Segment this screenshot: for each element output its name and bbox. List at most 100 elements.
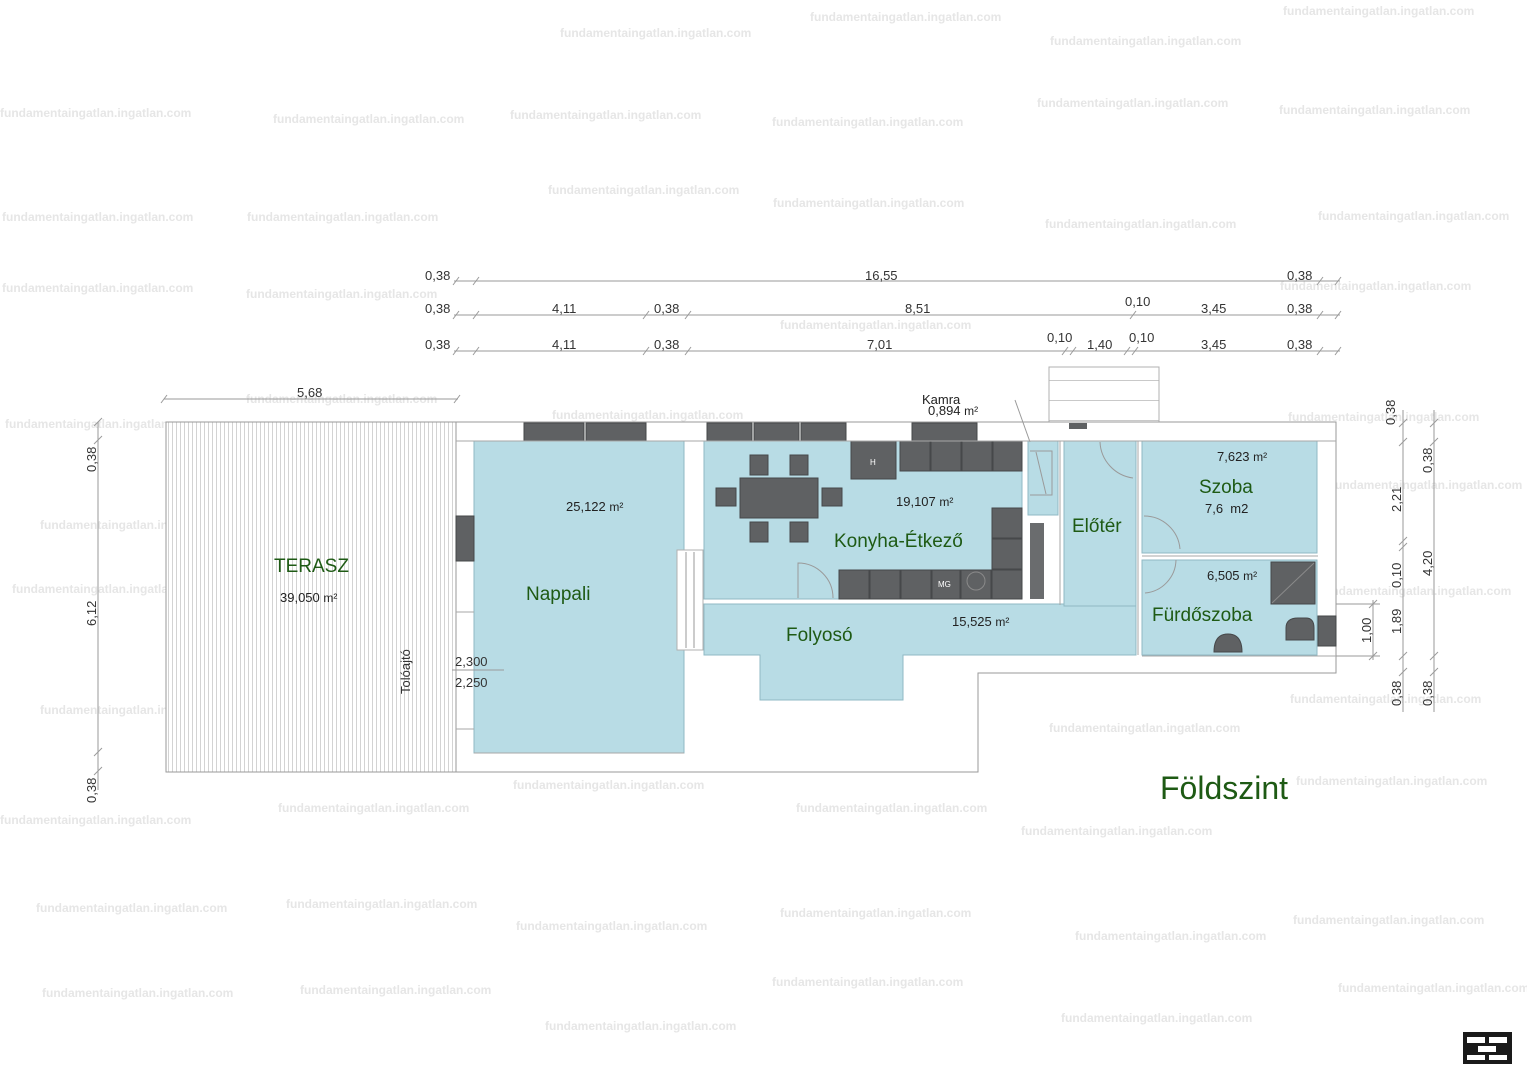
dim-label: 0,38 (1420, 448, 1435, 473)
watermark-text: fundamentaingatlan.ingatlan.com (1320, 584, 1511, 598)
dim-label: 4,20 (1420, 551, 1435, 576)
dim-label: 0,10 (1389, 563, 1404, 588)
dim-label: 0,38 (654, 301, 679, 316)
dim-label: 3,45 (1201, 337, 1226, 352)
dim-label: 0,10 (1047, 330, 1072, 345)
watermark-text: fundamentaingatlan.ingatlan.com (247, 210, 438, 224)
watermark-text: fundamentaingatlan.ingatlan.com (796, 801, 987, 815)
watermark-text: fundamentaingatlan.ingatlan.com (516, 919, 707, 933)
logo-icon (1463, 1032, 1512, 1064)
dim-label: 4,11 (552, 337, 576, 352)
room-area-terasz: 39,050 m² (280, 590, 337, 605)
watermark-text: fundamentaingatlan.ingatlan.com (545, 1019, 736, 1033)
watermark-text: fundamentaingatlan.ingatlan.com (1288, 410, 1479, 424)
bathroom-fixtures (1213, 561, 1316, 653)
dim-label: 0,38 (1287, 301, 1312, 316)
watermark-text: fundamentaingatlan.ingatlan.com (2, 210, 193, 224)
watermark-text: fundamentaingatlan.ingatlan.com (548, 183, 739, 197)
dishwasher-label: MG (938, 580, 951, 589)
door-dim: 2,250 (455, 675, 488, 690)
watermark-text: fundamentaingatlan.ingatlan.com (772, 975, 963, 989)
watermark-text: fundamentaingatlan.ingatlan.com (1279, 103, 1470, 117)
room-kamra (1027, 440, 1059, 516)
room-area-folyoso: 15,525 m² (952, 614, 1009, 629)
room-name-nappali: Nappali (526, 584, 590, 605)
watermark-text: fundamentaingatlan.ingatlan.com (773, 196, 964, 210)
watermark-text: fundamentaingatlan.ingatlan.com (1021, 824, 1212, 838)
room-name-szoba: Szoba (1199, 477, 1253, 498)
door-dim: 2,300 (455, 654, 488, 669)
left-dimensions: 0,38 6,12 0,38 (84, 417, 103, 803)
room-name-terasz: TERASZ (274, 556, 349, 577)
room-folyoso (703, 603, 1137, 701)
door-label: Tolóajtó (398, 649, 413, 694)
room-area-konyha: 19,107 m² (896, 494, 953, 509)
room-area-nappali: 25,122 m² (566, 499, 623, 514)
watermark-text: fundamentaingatlan.ingatlan.com (5, 417, 196, 431)
watermark-text: fundamentaingatlan.ingatlan.com (2, 281, 193, 295)
watermarks: fundamentaingatlan.ingatlan.com fundamen… (0, 4, 1527, 1033)
watermark-text: fundamentaingatlan.ingatlan.com (1050, 34, 1241, 48)
room-name-kamra: Kamra (922, 392, 961, 407)
watermark-text: fundamentaingatlan.ingatlan.com (1037, 96, 1228, 110)
dim-label: 0,38 (654, 337, 679, 352)
watermark-text: fundamentaingatlan.ingatlan.com (510, 108, 701, 122)
watermark-text: fundamentaingatlan.ingatlan.com (278, 801, 469, 815)
watermark-text: fundamentaingatlan.ingatlan.com (1318, 209, 1509, 223)
watermark-text: fundamentaingatlan.ingatlan.com (780, 906, 971, 920)
dim-label: 7,01 (867, 337, 892, 352)
dim-label: 5,68 (297, 385, 322, 400)
watermark-text: fundamentaingatlan.ingatlan.com (1280, 279, 1471, 293)
dim-label: 1,00 (1359, 618, 1374, 643)
watermark-text: fundamentaingatlan.ingatlan.com (1061, 1011, 1252, 1025)
dim-label: 0,38 (425, 268, 450, 283)
watermark-text: fundamentaingatlan.ingatlan.com (513, 778, 704, 792)
room-area-szoba: 7,623 m² (1217, 449, 1267, 464)
room-name-konyha: Konyha-Étkező (834, 531, 963, 552)
room-name-eloter: Előtér (1072, 516, 1122, 537)
dim-label: 0,38 (1420, 681, 1435, 706)
watermark-text: fundamentaingatlan.ingatlan.com (552, 408, 743, 422)
windows (455, 422, 1337, 647)
kitchen-counters: H MG (838, 440, 1044, 600)
watermark-text: fundamentaingatlan.ingatlan.com (300, 983, 491, 997)
watermark-text: fundamentaingatlan.ingatlan.com (36, 901, 227, 915)
dim-label: 0,10 (1125, 294, 1150, 309)
watermark-text: fundamentaingatlan.ingatlan.com (1338, 981, 1527, 995)
terrace-deck (165, 421, 457, 773)
watermark-text: fundamentaingatlan.ingatlan.com (780, 318, 971, 332)
dim-label: 1,40 (1087, 337, 1112, 352)
dim-label: 8,51 (905, 301, 930, 316)
watermark-text: fundamentaingatlan.ingatlan.com (1331, 478, 1522, 492)
right-dimensions: 0,38 2,21 0,10 1,89 0,38 0,38 4,20 0,38 … (1320, 400, 1439, 712)
watermark-text: fundamentaingatlan.ingatlan.com (1293, 913, 1484, 927)
watermark-text: fundamentaingatlan.ingatlan.com (42, 986, 233, 1000)
room-nappali (473, 440, 685, 754)
entrance-steps (1048, 366, 1160, 423)
dim-label: 0,38 (1287, 268, 1312, 283)
room-name-furdoszoba: Fürdőszoba (1152, 605, 1253, 626)
room-area-kamra: 0,894 m² (928, 403, 978, 418)
dim-label: 0,38 (1383, 400, 1398, 425)
sliding-door: 2,300 2,250 Tolóajtó (398, 649, 504, 694)
dim-label: 0,38 (84, 778, 99, 803)
dim-label: 4,11 (552, 301, 576, 316)
dim-label: 0,38 (425, 337, 450, 352)
watermark-text: fundamentaingatlan.ingatlan.com (810, 10, 1001, 24)
dim-label: 3,45 (1201, 301, 1226, 316)
watermark-text: fundamentaingatlan.ingatlan.com (1045, 217, 1236, 231)
dim-label: 0,38 (1389, 681, 1404, 706)
dim-label: 0,10 (1129, 330, 1154, 345)
watermark-text: fundamentaingatlan.ingatlan.com (1075, 929, 1266, 943)
watermark-text: fundamentaingatlan.ingatlan.com (286, 897, 477, 911)
dim-label: 0,38 (1287, 337, 1312, 352)
dim-label: 2,21 (1389, 487, 1404, 512)
watermark-text: fundamentaingatlan.ingatlan.com (1049, 721, 1240, 735)
room-name-folyoso: Folyosó (786, 625, 853, 646)
watermark-text: fundamentaingatlan.ingatlan.com (1283, 4, 1474, 18)
hob-label: H (870, 458, 876, 467)
dim-label: 6,12 (84, 601, 99, 626)
watermark-text: fundamentaingatlan.ingatlan.com (273, 112, 464, 126)
watermark-text: fundamentaingatlan.ingatlan.com (1296, 774, 1487, 788)
